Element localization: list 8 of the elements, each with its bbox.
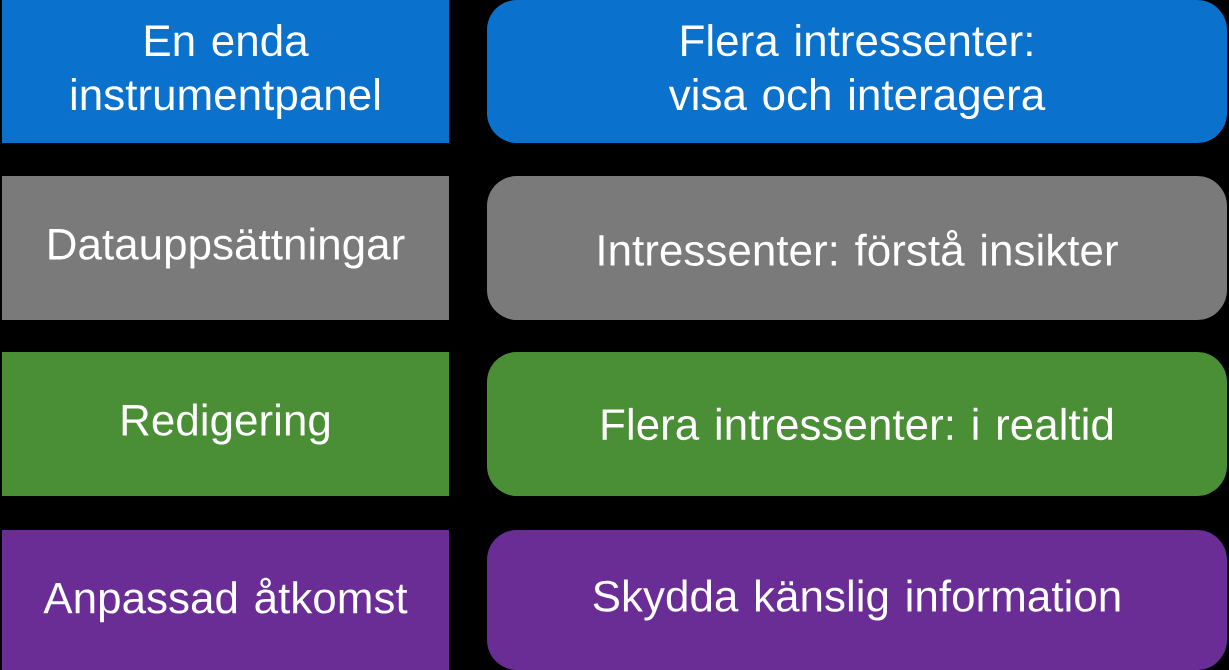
label-box: Redigering xyxy=(2,352,449,496)
label-box: Anpassad åtkomst xyxy=(2,530,449,670)
label-box: Datauppsättningar xyxy=(2,176,449,320)
rounded-label-box: Flera intressenter: i realtid xyxy=(487,352,1227,496)
rounded-label-box: Intressenter: förstå insikter xyxy=(487,176,1227,320)
label-box: En enda instrumentpanel xyxy=(2,0,449,143)
rounded-label-box: Skydda känslig information xyxy=(487,530,1227,670)
rounded-label-box: Flera intressenter: visa och interagera xyxy=(487,0,1227,143)
